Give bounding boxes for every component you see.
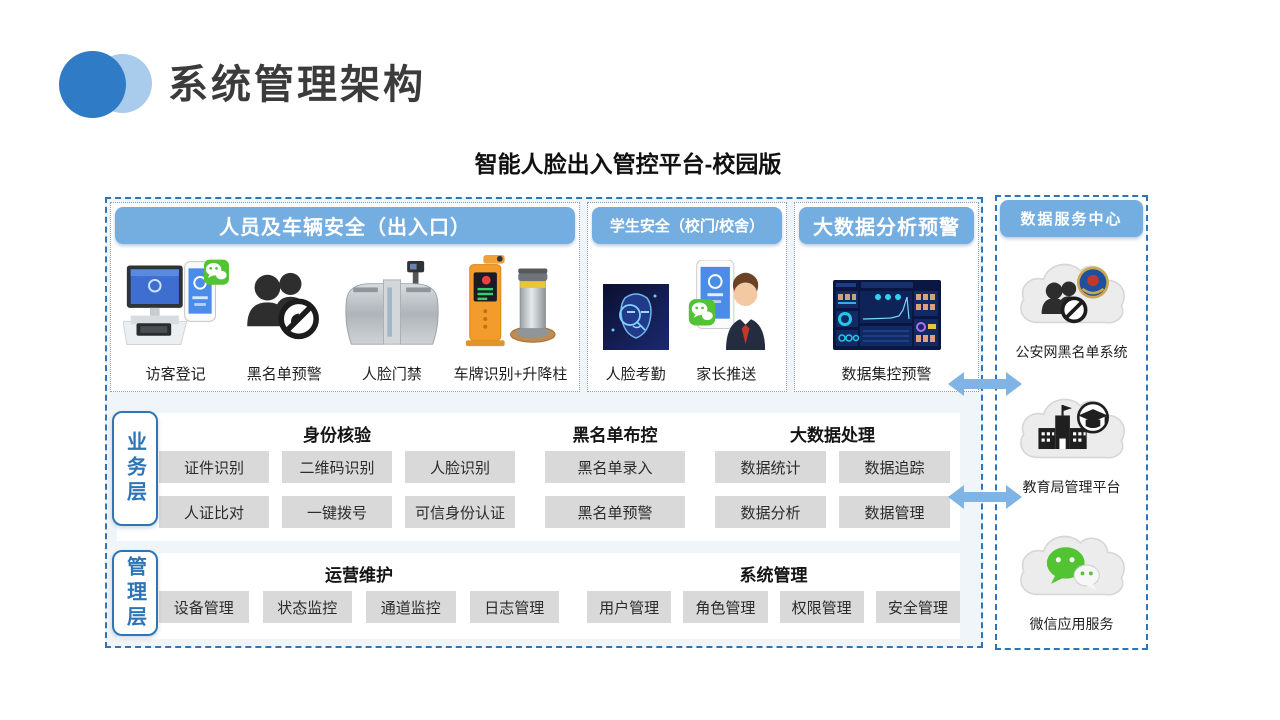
wechat-service-cloud-icon — [1010, 521, 1134, 612]
business-layer-panel: 身份核验 证件识别 二维码识别 人脸识别 人证比对 一键拨号 可信身份认证 黑名… — [117, 413, 960, 541]
section-student-safety: 学生安全（校门/校舍） — [587, 202, 787, 392]
business-layer-tab: 业务层 — [112, 411, 158, 526]
capability-box: 人证比对 — [159, 496, 269, 528]
capability-box: 人脸识别 — [405, 451, 515, 483]
blacklist-people-icon — [238, 262, 330, 355]
plate-recognition-bollard-icon — [454, 253, 566, 355]
data-exchange-arrow-bottom — [948, 484, 1022, 515]
capability-box: 证件识别 — [159, 451, 269, 483]
turnstile-gate-icon — [340, 258, 444, 355]
group-title: 黑名单布控 — [572, 426, 658, 445]
capability-box: 角色管理 — [683, 591, 768, 623]
bigdata-items-row: 数据集控预警 — [795, 244, 978, 384]
cloud-label: 微信应用服务 — [1029, 616, 1114, 632]
cloud-wechat-service: 微信应用服务 — [997, 521, 1146, 634]
page-title: 系统管理架构 — [168, 63, 426, 107]
data-dashboard-icon — [832, 280, 941, 355]
management-layer-label: 管理层 — [123, 555, 146, 631]
group-blacklist-control: 黑名单布控 黑名单录入 黑名单预警 — [545, 413, 685, 528]
platform-main-box: 人员及车辆安全（出入口） — [105, 197, 983, 648]
item-label: 车牌识别+升降柱 — [453, 366, 568, 383]
capability-box: 数据统计 — [715, 451, 826, 483]
cloud-police-blacklist: 公安网黑名单系统 — [997, 249, 1146, 362]
capability-box: 权限管理 — [779, 591, 864, 623]
group-bigdata-processing: 大数据处理 数据统计 数据追踪 数据分析 数据管理 — [715, 413, 950, 528]
item-label: 访客登记 — [145, 366, 206, 383]
item-label: 数据集控预警 — [841, 366, 932, 383]
item-face-gate: 人脸门禁 — [340, 258, 444, 384]
data-service-center: 数据服务中心 公安网黑名单系统 — [995, 195, 1148, 650]
cloud-label: 公安网黑名单系统 — [1015, 344, 1128, 360]
item-label: 人脸考勤 — [605, 366, 666, 383]
capability-box: 数据管理 — [839, 496, 950, 528]
visitor-kiosk-icon — [122, 258, 229, 355]
item-blacklist-alert: 黑名单预警 — [238, 262, 330, 384]
group-title: 运营维护 — [325, 566, 393, 585]
section-bigdata-warning: 大数据分析预警 — [794, 202, 979, 392]
business-layer-label: 业务层 — [123, 431, 146, 506]
capability-box: 用户管理 — [587, 591, 672, 623]
capability-box: 一键拨号 — [282, 496, 392, 528]
section-header-entrance: 人员及车辆安全（出入口） — [115, 207, 575, 244]
group-operation-maintenance: 运营维护 设备管理 状态监控 通道监控 日志管理 — [159, 553, 559, 623]
item-label: 人脸门禁 — [361, 366, 422, 383]
item-plate-bollard: 车牌识别+升降柱 — [453, 253, 568, 384]
capability-box: 日志管理 — [469, 591, 559, 623]
cloud-education-bureau: 教育局管理平台 — [997, 384, 1146, 497]
item-label: 黑名单预警 — [246, 366, 322, 383]
platform-subtitle: 智能人脸出入管控平台-校园版 — [474, 151, 782, 177]
capability-box: 数据追踪 — [839, 451, 950, 483]
group-title: 大数据处理 — [790, 426, 875, 445]
entrance-items-row: 访客登记 黑名单预警 — [111, 244, 579, 384]
capability-box: 状态监控 — [262, 591, 352, 623]
capability-box: 数据分析 — [715, 496, 826, 528]
section-header-student: 学生安全（校门/校舍） — [592, 207, 782, 244]
capability-box: 黑名单预警 — [545, 496, 685, 528]
item-parent-push: 家长推送 — [681, 259, 771, 384]
capability-box: 可信身份认证 — [405, 496, 515, 528]
section-entrance-safety: 人员及车辆安全（出入口） — [110, 202, 580, 392]
parent-push-icon — [681, 259, 771, 355]
student-items-row: 人脸考勤 — [588, 244, 786, 384]
management-layer-tab: 管理层 — [112, 550, 158, 636]
cloud-label: 教育局管理平台 — [1022, 479, 1121, 495]
capability-box: 设备管理 — [159, 591, 249, 623]
capability-box: 安全管理 — [875, 591, 960, 623]
face-attendance-icon — [602, 284, 669, 355]
management-layer-panel: 运营维护 设备管理 状态监控 通道监控 日志管理 系统管理 用户管理 角色管理 … — [117, 553, 960, 639]
group-system-management: 系统管理 用户管理 角色管理 权限管理 安全管理 — [587, 553, 960, 623]
capability-box: 通道监控 — [366, 591, 456, 623]
logo-dark-circle — [59, 51, 126, 118]
item-face-attendance: 人脸考勤 — [602, 284, 669, 384]
capability-box: 黑名单录入 — [545, 451, 685, 483]
education-bureau-cloud-icon — [1010, 384, 1134, 475]
group-title: 身份核验 — [303, 426, 371, 445]
police-blacklist-cloud-icon — [1010, 249, 1134, 340]
data-exchange-arrow-top — [948, 371, 1022, 402]
data-center-header: 数据服务中心 — [1000, 200, 1143, 237]
item-label: 家长推送 — [696, 366, 757, 383]
item-data-dashboard: 数据集控预警 — [832, 280, 941, 384]
item-visitor-registration: 访客登记 — [122, 258, 229, 384]
capability-box: 二维码识别 — [282, 451, 392, 483]
group-identity-verification: 身份核验 证件识别 二维码识别 人脸识别 人证比对 一键拨号 可信身份认证 — [159, 413, 515, 528]
section-header-bigdata: 大数据分析预警 — [799, 207, 974, 244]
group-title: 系统管理 — [739, 566, 808, 585]
